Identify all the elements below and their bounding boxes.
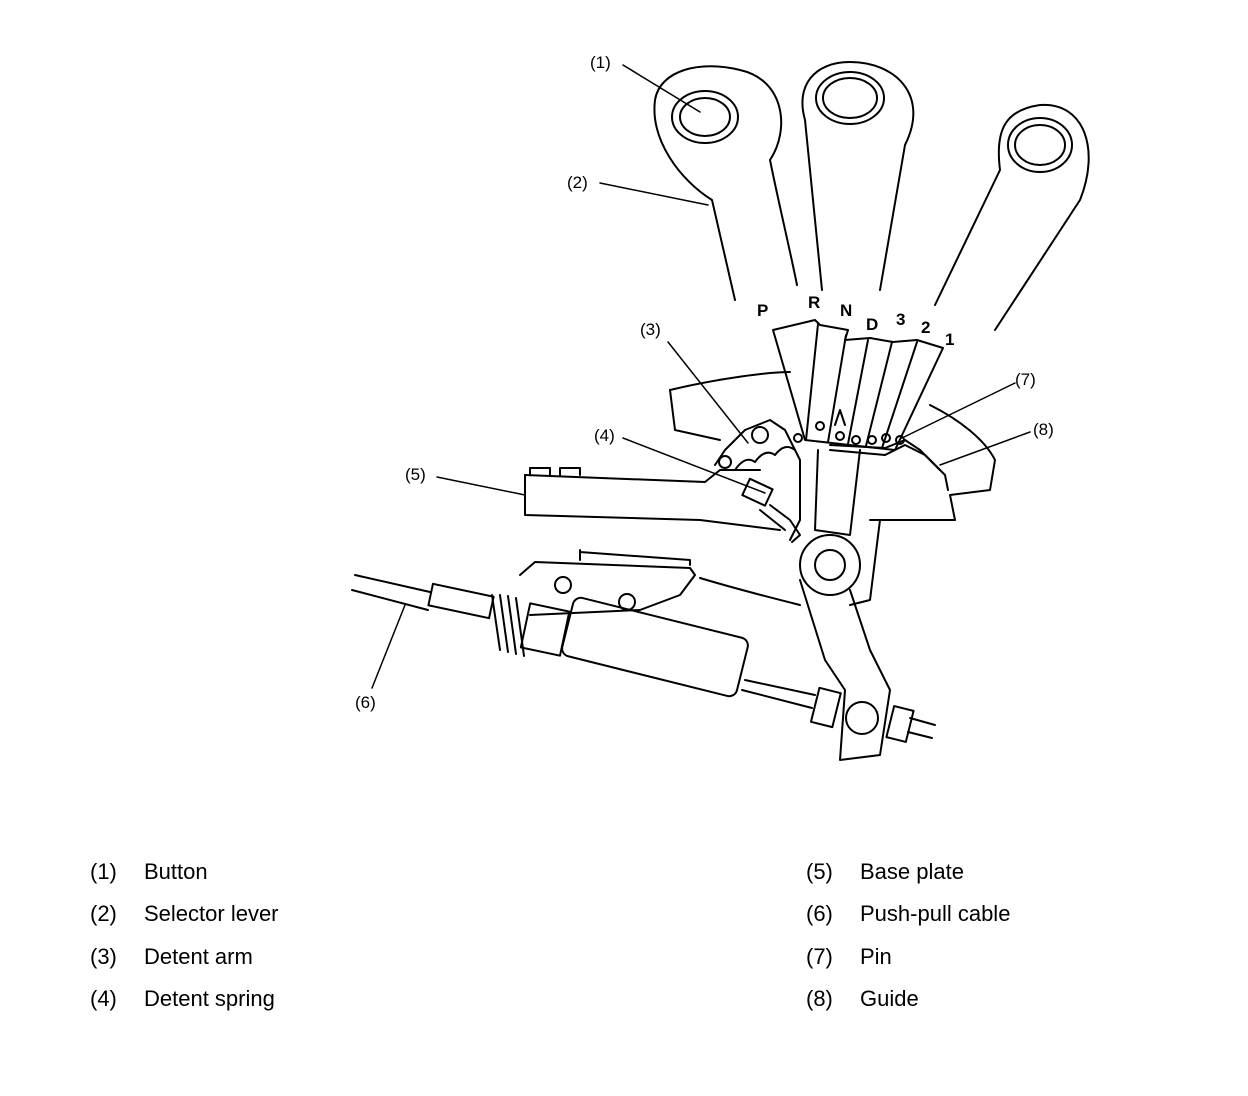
- legend-item: (3) Detent arm: [90, 943, 253, 971]
- guide: [829, 439, 949, 491]
- legend-number: (2): [90, 901, 117, 926]
- callout-4: (4): [594, 426, 615, 445]
- legend-item: (7) Pin: [806, 943, 892, 971]
- callout-1: (1): [590, 53, 611, 72]
- callout-2: (2): [567, 173, 588, 192]
- legend-label: Button: [144, 859, 208, 884]
- legend-number: (6): [806, 901, 833, 926]
- shift-mechanism-diagram: (1) (2) (3) (4) (5) (6) (7) (8) P R N D …: [351, 53, 1090, 761]
- gear-label-2: 2: [921, 318, 930, 337]
- detent-arm: [714, 419, 801, 541]
- legend-number: (3): [90, 944, 117, 969]
- legend-item: (5) Base plate: [806, 858, 964, 886]
- legend-label: Selector lever: [144, 901, 279, 926]
- bracket: [519, 549, 801, 616]
- legend-item: (8) Guide: [806, 985, 919, 1013]
- callout-8: (8): [1033, 420, 1054, 439]
- housing: [669, 371, 996, 606]
- gear-label-1: 1: [945, 330, 954, 349]
- callout-3: (3): [640, 320, 661, 339]
- pin: [793, 409, 905, 445]
- legend-label: Detent arm: [144, 944, 253, 969]
- legend-number: (1): [90, 859, 117, 884]
- gear-label-d: D: [866, 315, 878, 334]
- legend-label: Guide: [860, 986, 919, 1011]
- selector-lever: [653, 61, 1090, 331]
- legend-label: Push-pull cable: [860, 901, 1011, 926]
- callout-6: (6): [355, 693, 376, 712]
- legend-number: (5): [806, 859, 833, 884]
- button: [671, 71, 1073, 173]
- callout-5: (5): [405, 465, 426, 484]
- gear-label-3: 3: [896, 310, 905, 329]
- legend-item: (2) Selector lever: [90, 900, 279, 928]
- base-plate: [524, 467, 781, 531]
- gear-position-labels: P R N D 3 2 1: [757, 293, 954, 349]
- legend-number: (7): [806, 944, 833, 969]
- callouts: (1) (2) (3) (4) (5) (6) (7) (8): [355, 53, 1054, 712]
- legend-label: Pin: [860, 944, 892, 969]
- gear-label-n: N: [840, 301, 852, 320]
- push-pull-cable: [351, 574, 936, 743]
- legend-item: (6) Push-pull cable: [806, 900, 1010, 928]
- legend-label: Detent spring: [144, 986, 275, 1011]
- legend-item: (4) Detent spring: [90, 985, 275, 1013]
- detent-spring: [741, 477, 801, 543]
- legend-number: (8): [806, 986, 833, 1011]
- shift-link: [799, 449, 891, 761]
- gear-label-r: R: [808, 293, 820, 312]
- callout-7: (7): [1015, 370, 1036, 389]
- legend-label: Base plate: [860, 859, 964, 884]
- legend-number: (4): [90, 986, 117, 1011]
- legend-item: (1) Button: [90, 858, 208, 886]
- gear-label-p: P: [757, 301, 768, 320]
- leader-lines: [371, 64, 1031, 689]
